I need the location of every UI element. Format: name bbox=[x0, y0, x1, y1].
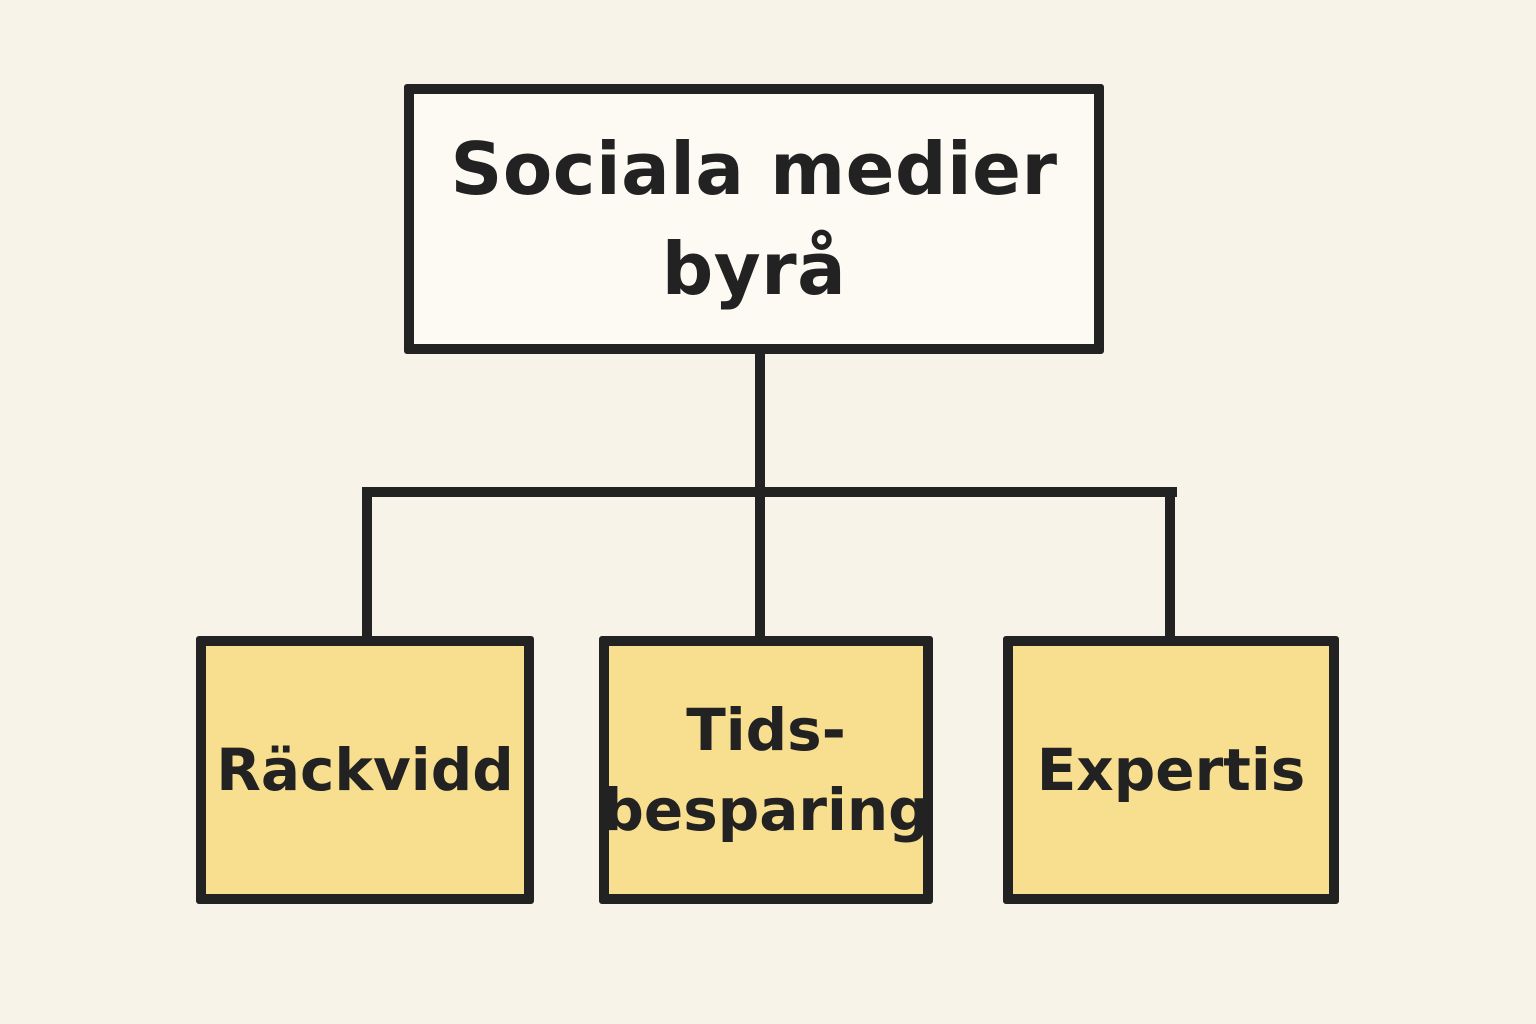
branch-line-tidsbesparing bbox=[755, 487, 765, 639]
child-node-expertis: Expertis bbox=[1003, 636, 1339, 904]
branch-line-rackvidd bbox=[362, 487, 372, 639]
child-label-expertis: Expertis bbox=[1036, 736, 1306, 804]
child-label-tidsbesparing: Tids- besparing bbox=[602, 690, 929, 850]
child-label-tidsbesparing-line-2: besparing bbox=[602, 776, 930, 844]
child-node-rackvidd: Räckvidd bbox=[196, 636, 534, 904]
child-label-tidsbesparing-line-1: Tids- bbox=[686, 696, 846, 764]
root-node-label: Sociala medier byrå bbox=[450, 119, 1057, 319]
child-label-rackvidd: Räckvidd bbox=[216, 736, 514, 804]
branch-line-expertis bbox=[1165, 487, 1175, 639]
root-node: Sociala medier byrå bbox=[404, 84, 1104, 354]
root-label-line-2: byrå bbox=[661, 227, 847, 311]
child-node-tidsbesparing: Tids- besparing bbox=[599, 636, 933, 904]
root-label-line-1: Sociala medier bbox=[450, 127, 1058, 211]
horizontal-branch-line bbox=[362, 487, 1177, 497]
root-trunk-line bbox=[755, 350, 765, 500]
